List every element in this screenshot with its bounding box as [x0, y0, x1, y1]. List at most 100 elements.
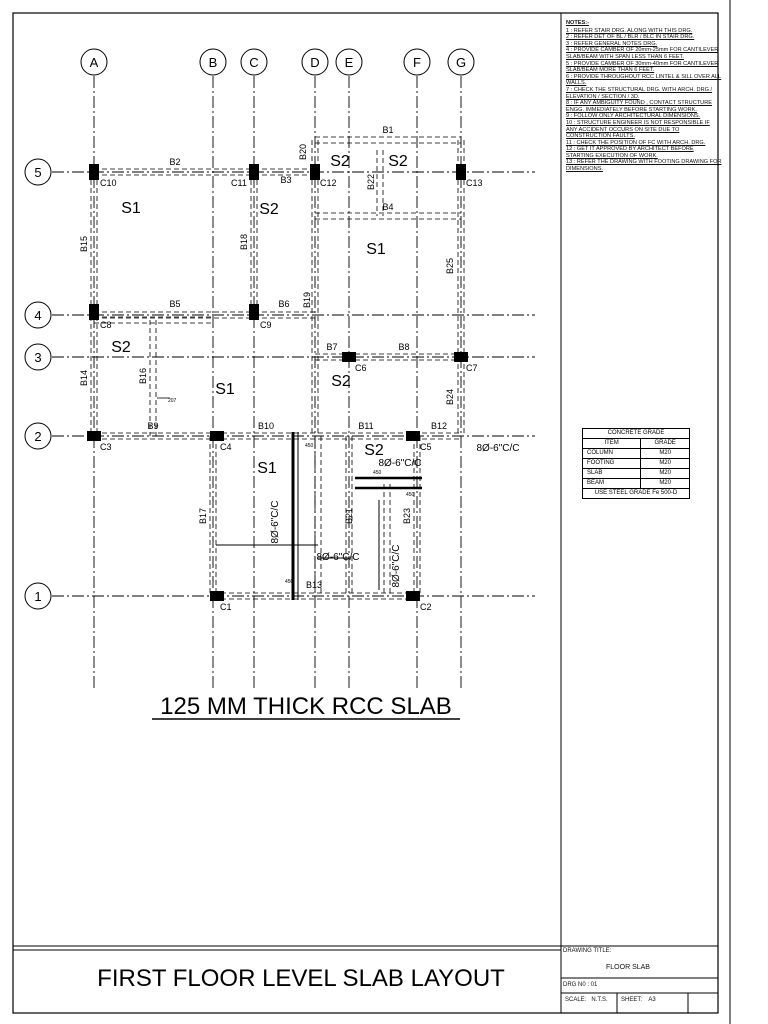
slab-label: S1	[257, 460, 277, 477]
dimension-label: 450	[305, 443, 314, 449]
beam-label: B15	[79, 236, 89, 252]
note-item: 12 : GET IT APPROVED BY ARCHITECT BEFORE…	[566, 146, 694, 159]
slab-label: S2	[331, 373, 351, 390]
grid-bubble-3	[24, 343, 52, 371]
slab-label: S1	[121, 200, 141, 217]
grid-bubble-A	[80, 48, 108, 76]
cg-grade: M20	[640, 458, 690, 469]
column-C11	[249, 164, 259, 180]
grid-label-A: A	[90, 55, 99, 70]
column-label: C1	[220, 602, 232, 612]
rebar-label: 8Ø-6"C/C	[316, 552, 359, 563]
beam-label: B13	[306, 580, 322, 590]
grid-label-3: 3	[34, 350, 41, 365]
beam-label: B20	[298, 144, 308, 160]
note-item: 1 : REFER STAIR DRG. ALONG WITH THIS DRG…	[566, 27, 693, 34]
slab-label: S1	[215, 381, 235, 398]
slab-label: S2	[364, 442, 384, 459]
notes-list: 1 : REFER STAIR DRG. ALONG WITH THIS DRG…	[566, 28, 722, 173]
drg-number: DRG N0 : 01	[563, 982, 598, 988]
cg-title: CONCRETE GRADE	[582, 428, 690, 439]
beam-label: B12	[431, 421, 447, 431]
column-C2	[406, 591, 420, 601]
cg-item: FOOTING	[581, 458, 642, 469]
cg-header-grade: GRADE	[640, 438, 690, 449]
cg-header-item: ITEM	[581, 438, 642, 449]
drawing-title-value: FLOOR SLAB	[606, 964, 650, 971]
main-title: FIRST FLOOR LEVEL SLAB LAYOUT	[97, 965, 505, 992]
column-label: C10	[100, 178, 117, 188]
beam-label: B14	[79, 370, 89, 386]
beam-label: B24	[445, 389, 455, 405]
column-label: C9	[260, 320, 272, 330]
note-item: 2 : REFER DET OF BL / BLR / BLC IN STAIR…	[566, 34, 695, 41]
grid-label-1: 1	[34, 589, 41, 604]
grid-label-2: 2	[34, 429, 41, 444]
grid-bubble-G	[447, 48, 475, 76]
grid-bubble-5	[24, 158, 52, 186]
beam-label: B25	[445, 258, 455, 274]
note-item: 5 : PROVIDE CAMBER OF 30mm-40mm FOR CANT…	[566, 60, 719, 74]
column-label: C11	[231, 178, 247, 188]
cg-item: SLAB	[581, 468, 642, 479]
column-C5	[406, 431, 420, 441]
grid-bubble-D	[301, 48, 329, 76]
grid-bubble-B	[199, 48, 227, 76]
note-item: 6 : PROVIDE THROUGHOUT RCC LINTEL & SILL…	[566, 73, 722, 87]
grid-bubble-E	[335, 48, 363, 76]
beam-label: B3	[280, 175, 291, 185]
beam-label: B10	[258, 421, 274, 431]
beam-label: B5	[169, 299, 180, 309]
column-C8	[89, 304, 99, 320]
slab-plan	[24, 48, 535, 690]
column-label: C5	[420, 442, 432, 452]
outer-border	[12, 12, 719, 1014]
dimension-label: 450	[285, 579, 294, 585]
beam-label: B17	[198, 508, 208, 524]
grid-bubble-2	[24, 422, 52, 450]
grid-label-4: 4	[34, 308, 41, 323]
note-item: 7 : CHECK THE STRUCTURAL DRG. WITH ARCH.…	[566, 86, 713, 100]
beam-label: B6	[278, 299, 289, 309]
column-label: C2	[420, 602, 432, 612]
grid-bubble-C	[240, 48, 268, 76]
sheet-label: SHEET: A3	[621, 997, 656, 1003]
dimension-label: 207	[168, 398, 177, 404]
general-notes: NOTES:- 1 : REFER STAIR DRG. ALONG WITH …	[566, 20, 722, 173]
note-item: 10 : STRUCTURE ENGINEER IS NOT RESPONSIB…	[566, 119, 710, 140]
cg-grade: M20	[640, 468, 690, 479]
note-item: 9 : FOLLOW ONLY ARCHITECTURAL DIMENSIONS…	[566, 113, 701, 120]
grid-bubble-1	[24, 582, 52, 610]
note-item: 8 : IF ANY AMBIGUITY FOUND , CONTACT STR…	[566, 100, 712, 113]
column-C13	[456, 164, 466, 180]
beam-label: B8	[398, 342, 409, 352]
grid-label-G: G	[456, 55, 466, 70]
column-label: C7	[466, 363, 478, 373]
beam-label: B9	[147, 421, 158, 431]
cg-item: COLUMN	[581, 448, 642, 459]
column-C4	[210, 431, 224, 441]
cg-grade: M20	[640, 478, 690, 489]
beam-label: B21	[344, 508, 354, 524]
beam-label: B16	[138, 368, 148, 384]
rebar-label: 8Ø-6"C/C	[378, 458, 421, 469]
cg-grade: M20	[640, 448, 690, 459]
slab-label: S2	[388, 153, 408, 170]
drawing-title-label: DRAWING TITLE:	[563, 948, 612, 954]
slab-label: S2	[259, 201, 279, 218]
scale-label: SCALE: N.T.S.	[565, 997, 608, 1003]
note-item: 4 : PROVIDE CAMBER OF 20mm-25mm FOR CANT…	[566, 47, 719, 60]
beam-label: B18	[239, 234, 249, 250]
column-C1	[210, 591, 224, 601]
note-item: 13 : REFER THE DRAWING WITH FOOTING DRAW…	[566, 159, 722, 173]
note-item: 11 : CHECK THE POSITION OF FC WITH ARCH.…	[566, 139, 706, 146]
rebar-label: 8Ø-6"C/C	[270, 500, 281, 543]
beam-label: B23	[402, 508, 412, 524]
slab-label: S2	[111, 339, 131, 356]
beam-label: B7	[326, 342, 337, 352]
grid-label-5: 5	[34, 165, 41, 180]
grid-bubble-F	[403, 48, 431, 76]
